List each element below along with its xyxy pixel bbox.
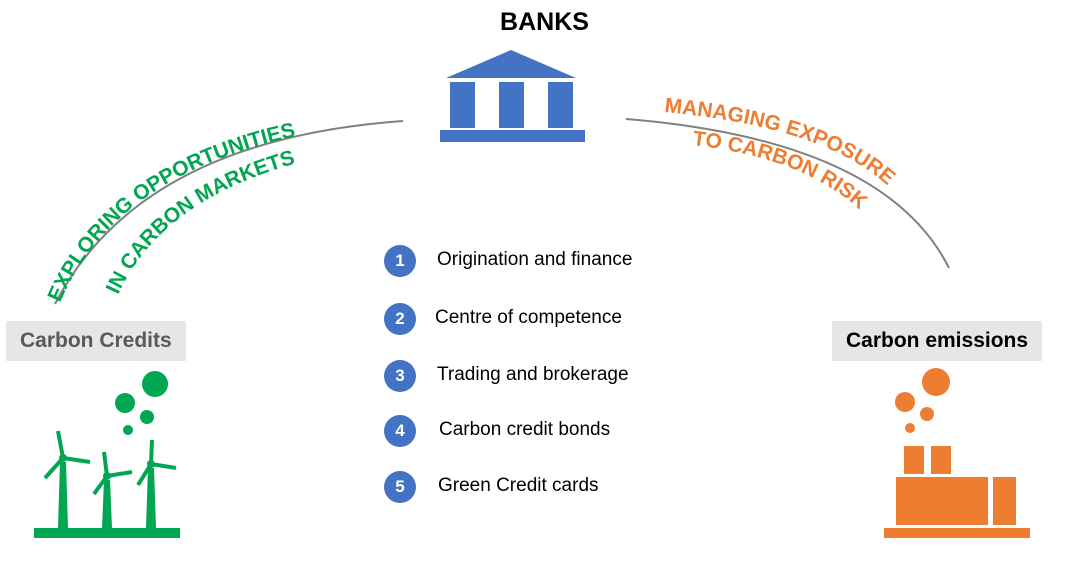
list-item-label: Trading and brokerage: [437, 364, 629, 385]
list-item-label: Centre of competence: [435, 307, 622, 328]
list-item-label: Origination and finance: [437, 249, 633, 270]
number-badge: 3: [384, 360, 416, 392]
banks-title: BANKS: [500, 8, 589, 36]
bank-icon: [440, 50, 585, 142]
list-item-label: Green Credit cards: [438, 475, 599, 496]
carbon-emissions-label: Carbon emissions: [832, 321, 1043, 361]
carbon-credits-label: Carbon Credits: [6, 321, 186, 361]
right-arc-line: [625, 118, 950, 269]
number-badge: 1: [384, 245, 416, 277]
factory-smoke-icon: [884, 368, 1030, 538]
left-arc-line: [54, 120, 404, 305]
number-badge: 4: [384, 415, 416, 447]
wind-turbines-icon: [34, 371, 180, 538]
number-badge: 2: [384, 303, 416, 335]
list-item-label: Carbon credit bonds: [439, 419, 611, 440]
number-badge: 5: [384, 471, 416, 503]
